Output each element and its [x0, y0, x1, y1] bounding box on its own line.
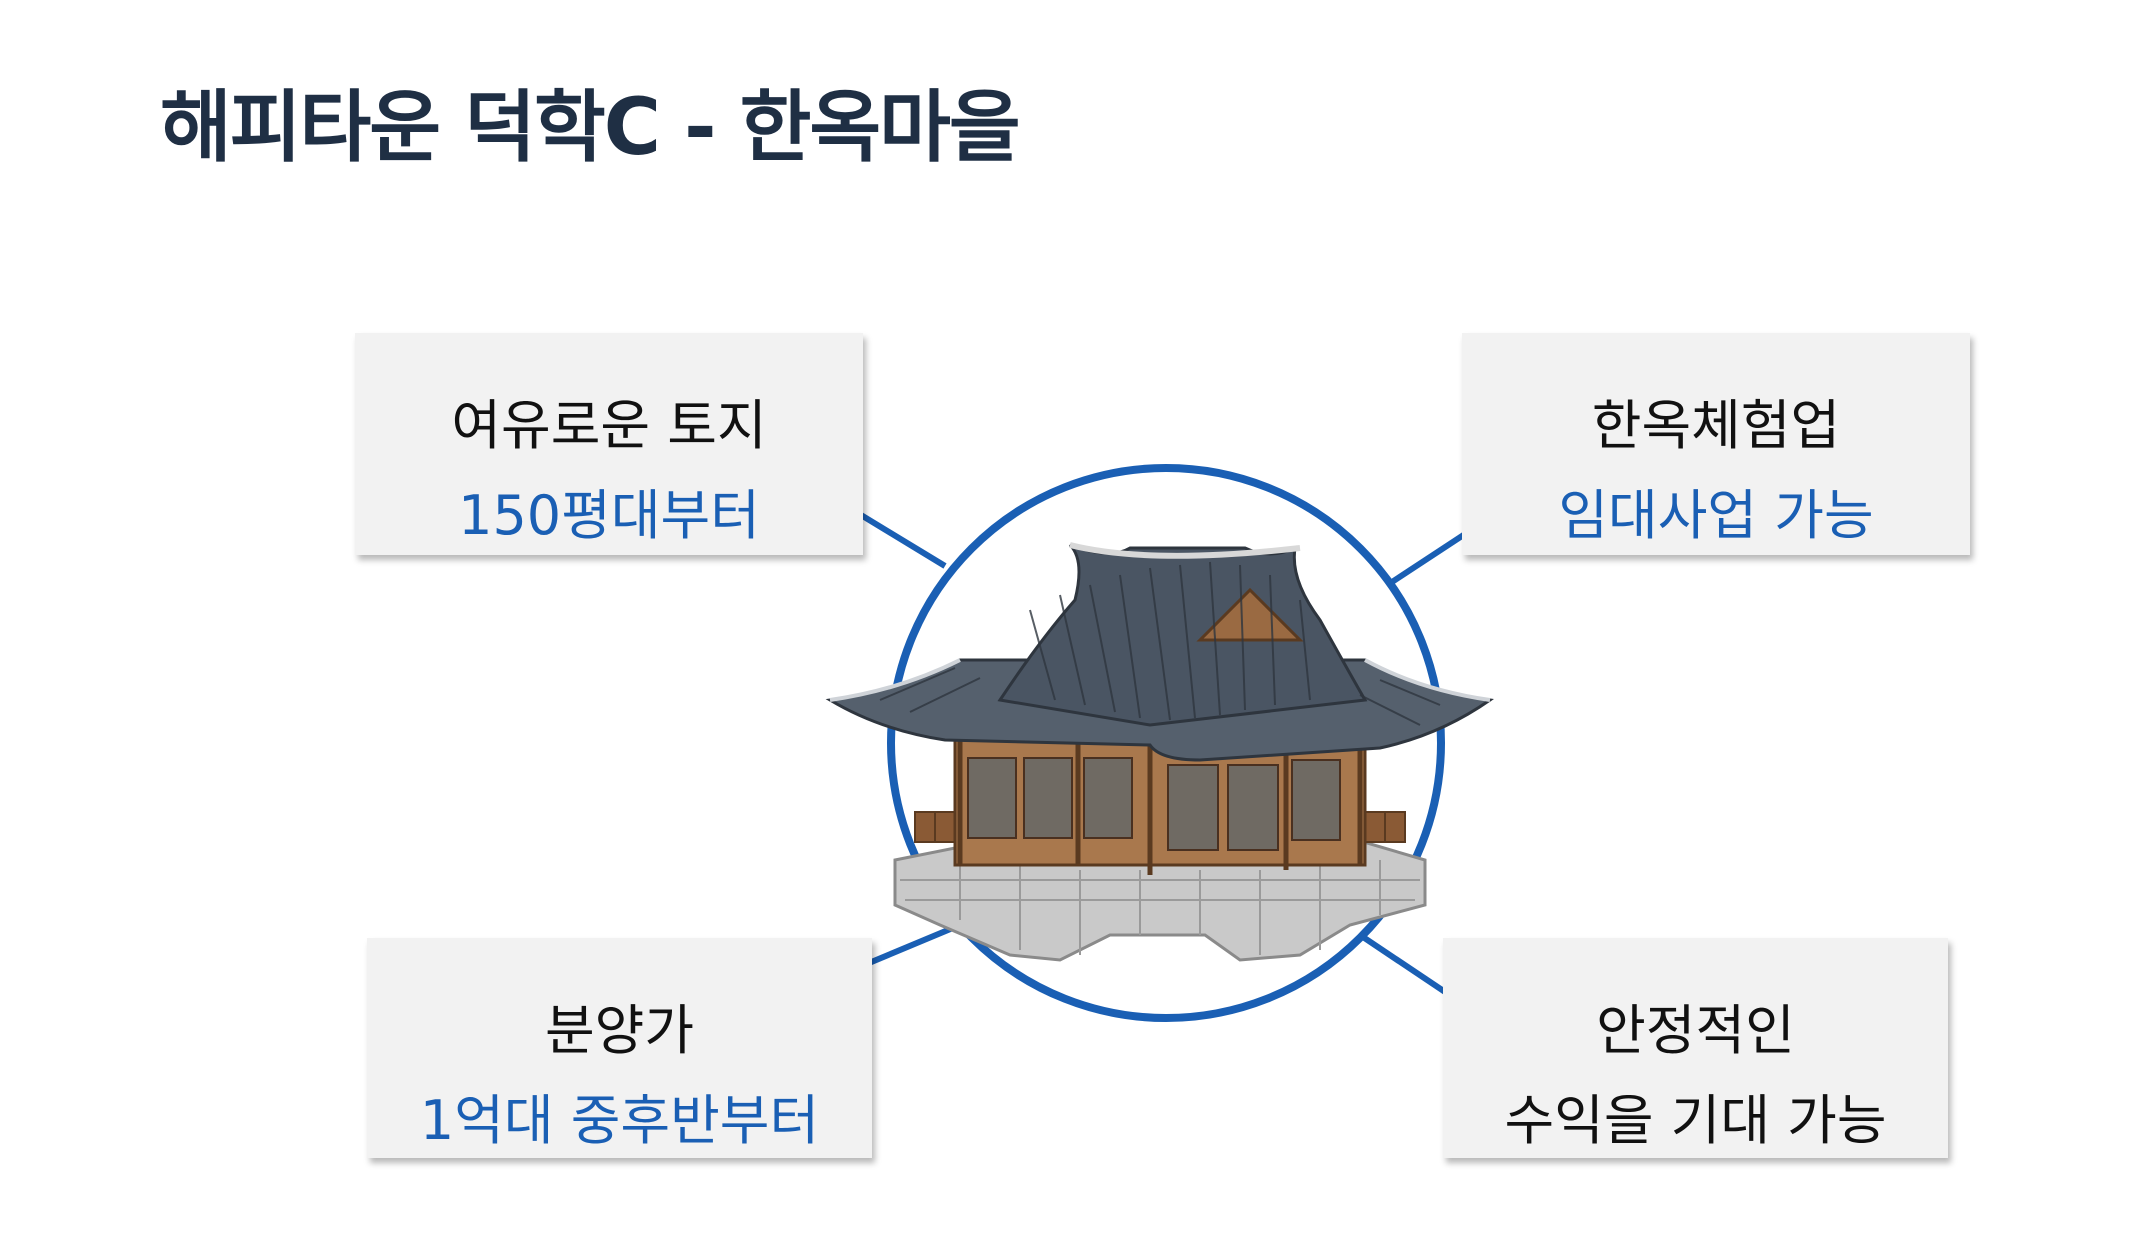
card-heading: 안정적인 [1596, 999, 1795, 1062]
feature-card-land: 여유로운 토지 150평대부터 [355, 333, 863, 555]
feature-card-hanok-experience: 한옥체험업 임대사업 가능 [1462, 333, 1970, 555]
card-subtext: 수익을 기대 가능 [1504, 1089, 1887, 1152]
card-heading: 여유로운 토지 [451, 394, 767, 457]
feature-card-income: 안정적인 수익을 기대 가능 [1443, 938, 1948, 1158]
card-highlight: 1억대 중후반부터 [419, 1089, 820, 1152]
feature-card-price: 분양가 1억대 중후반부터 [367, 938, 872, 1158]
page-title: 해피타운 덕학C - 한옥마을 [160, 83, 1021, 173]
hanok-house-icon [825, 542, 1494, 962]
card-highlight: 150평대부터 [458, 484, 760, 547]
card-heading: 한옥체험업 [1591, 394, 1841, 457]
card-heading: 분양가 [544, 999, 695, 1062]
card-highlight: 임대사업 가능 [1558, 484, 1874, 547]
